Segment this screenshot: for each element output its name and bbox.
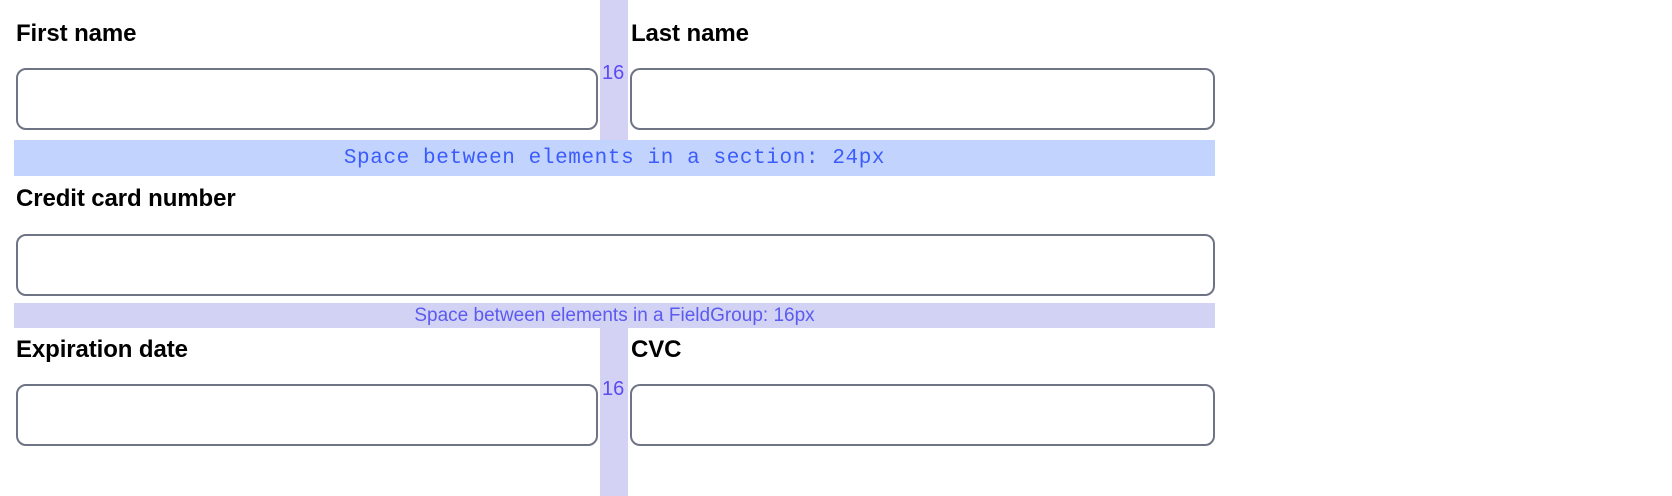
input-last-name[interactable] [630,68,1215,130]
section-spacing-label: Space between elements in a section: 24p… [343,146,886,170]
input-cvc[interactable] [630,384,1215,446]
label-first-name: First name [16,20,137,47]
label-expiration-date: Expiration date [16,336,188,363]
input-expiration-date[interactable] [16,384,598,446]
fieldgroup-spacing-label: Space between elements in a FieldGroup: … [414,305,815,326]
input-first-name[interactable] [16,68,598,130]
gap-value-expiry-row: 16 [602,378,625,400]
gap-value-name-row: 16 [602,62,625,84]
label-cvc: CVC [631,336,682,363]
section-spacing-band: Space between elements in a section: 24p… [14,140,1215,176]
label-credit-card-number: Credit card number [16,185,236,212]
label-last-name: Last name [631,20,749,47]
input-credit-card-number[interactable] [16,234,1215,296]
gap-column-name-row [600,0,628,140]
gap-column-expiry-row [600,328,628,496]
fieldgroup-spacing-band: Space between elements in a FieldGroup: … [14,303,1215,328]
